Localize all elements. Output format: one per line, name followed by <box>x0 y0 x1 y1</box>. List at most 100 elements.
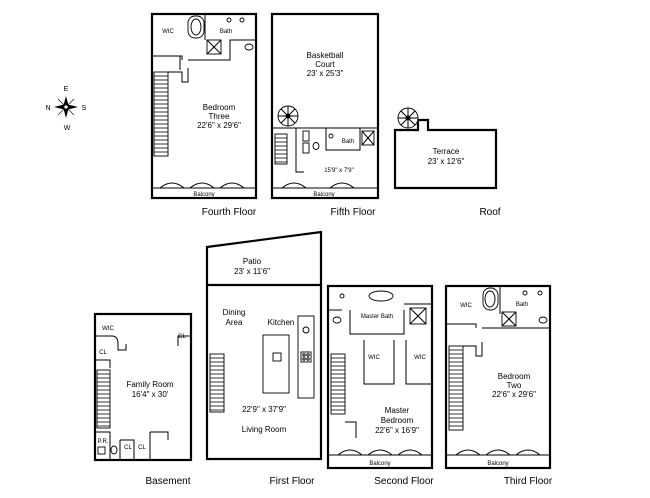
fifth-floor-plan: Basketball Court 23' x 25'3" Bath 15'9" … <box>270 12 380 218</box>
fifth-floor-label: Fifth Floor <box>330 207 376 218</box>
kitchen-label: Kitchen <box>268 318 295 327</box>
master-bath-label: Master Bath <box>361 314 393 320</box>
third-toilet <box>538 316 548 324</box>
master-bedroom-dims: 22'6" x 16'9" <box>375 426 419 435</box>
basement-plan: WIC CL CL Family Room 16'4" x 30' P.R. C… <box>93 312 193 487</box>
family-room-dims: 16'4" x 30' <box>132 390 169 399</box>
first-stairs <box>209 353 225 413</box>
second-stairs <box>330 353 346 415</box>
fourth-floor-plan: WIC Bath Bedroom Three 22'6" x 29'6" Bal… <box>150 12 258 218</box>
third-floor-label: Third Floor <box>504 476 553 487</box>
basement-wic-wall <box>95 335 127 351</box>
fifth-toilet <box>312 142 320 150</box>
second-doors <box>337 449 423 456</box>
roof-plan: Terrace 23' x 12'6" Roof <box>393 107 501 218</box>
basement-outline <box>93 312 193 462</box>
fifth-balcony <box>271 187 379 199</box>
fifth-room-dims: 15'9" x 7'9" <box>324 168 354 174</box>
fourth-doors <box>159 182 245 189</box>
family-room-label: Family Room <box>126 380 173 389</box>
first-floor-outline <box>205 230 323 461</box>
patio-label: Patio <box>243 257 262 266</box>
fifth-doors <box>281 182 355 189</box>
court-label-2: Court <box>315 60 335 69</box>
fourth-bath-label: Bath <box>220 29 232 35</box>
bedroom-two-label-2: Two <box>507 381 522 390</box>
terrace-label: Terrace <box>433 147 460 156</box>
master-bathtub <box>368 290 394 302</box>
patio-dims: 23' x 11'6" <box>234 267 270 276</box>
bedroom-three-label-1: Bedroom <box>203 103 236 112</box>
dining-label-2: Area <box>226 318 243 327</box>
basement-pr-label: P.R. <box>98 439 109 445</box>
third-floor-plan: WIC Bath Bedroom Two 22'6" x 29'6" Balco… <box>444 284 553 487</box>
bedroom-three-dims: 22'6" x 29'6" <box>197 121 241 130</box>
basement-cl-label-2: CL <box>99 350 107 356</box>
bedroom-three-label-2: Three <box>209 112 230 121</box>
fourth-bath-wall <box>152 39 256 61</box>
fourth-sink-1 <box>226 17 232 23</box>
fifth-stairs <box>274 133 288 165</box>
second-balcony <box>327 454 433 469</box>
first-floor-plan: Patio 23' x 11'6" Dining Area Kitchen 22… <box>205 230 323 487</box>
master-toilet <box>332 316 342 324</box>
master-bath-wall <box>328 303 432 335</box>
basement-pr-sink <box>97 446 106 455</box>
basement-cl-label-4: CL <box>138 445 146 451</box>
third-wic-label: WIC <box>460 303 472 309</box>
fourth-stairs <box>153 71 169 157</box>
compass-e-label: E <box>64 86 69 93</box>
second-floor-label: Second Floor <box>374 476 434 487</box>
second-wic-label-2: WIC <box>414 355 426 361</box>
basement-closets <box>95 431 169 460</box>
first-floor-label: First Floor <box>270 476 316 487</box>
fifth-bath-wall <box>295 128 361 173</box>
basement-cl-wall <box>177 335 191 346</box>
basement-label: Basement <box>145 476 190 487</box>
fifth-sink <box>328 133 334 139</box>
third-bath-label: Bath <box>516 302 528 308</box>
third-stairs <box>448 345 464 431</box>
bedroom-two-label-1: Bedroom <box>498 372 531 381</box>
compass-n-label: N <box>45 105 50 112</box>
dining-label-1: Dining <box>223 308 246 317</box>
compass-rose: E N S W <box>45 86 86 132</box>
fifth-balcony-label: Balcony <box>313 192 334 198</box>
compass-w-label: W <box>64 125 71 132</box>
fourth-balcony <box>151 187 257 199</box>
third-sink-1 <box>522 290 528 296</box>
court-dims: 23' x 25'3" <box>307 69 344 78</box>
kitchen-island <box>262 334 290 394</box>
master-bedroom-label-2: Bedroom <box>381 416 414 425</box>
second-wic-right <box>405 340 432 385</box>
terrace-dims: 23' x 12'6" <box>428 157 465 166</box>
bedroom-two-dims: 22'6" x 29'6" <box>492 390 536 399</box>
terrace-outline <box>393 118 498 190</box>
second-floor-plan: Master Bath WIC WIC Master Bedroom 22'6"… <box>326 284 434 487</box>
roof-label: Roof <box>479 207 500 218</box>
master-bedroom-label-1: Master <box>385 406 410 415</box>
basement-stairs <box>96 369 111 429</box>
third-balcony-label: Balcony <box>487 461 508 467</box>
basement-cl-label-3: CL <box>124 445 132 451</box>
second-wic-left <box>363 340 395 385</box>
court-label-1: Basketball <box>307 51 344 60</box>
fifth-bath-label: Bath <box>342 139 354 145</box>
fourth-wic-label: WIC <box>162 29 174 35</box>
fourth-balcony-label: Balcony <box>193 192 214 198</box>
compass-s-label: S <box>82 105 87 112</box>
third-doors <box>455 449 541 456</box>
third-balcony <box>445 454 551 469</box>
living-room-dims: 22'9" x 37'9" <box>242 405 286 414</box>
fourth-toilet <box>244 43 254 51</box>
basement-cl-label-1: CL <box>178 334 186 340</box>
third-bath-wall <box>446 323 550 329</box>
second-wic-label-1: WIC <box>368 355 380 361</box>
basement-toilet <box>110 445 118 455</box>
fourth-floor-label: Fourth Floor <box>202 207 257 218</box>
basement-wic-label: WIC <box>102 326 114 332</box>
second-balcony-label: Balcony <box>369 461 390 467</box>
fourth-sink-2 <box>239 17 245 23</box>
third-sink-2 <box>537 290 543 296</box>
